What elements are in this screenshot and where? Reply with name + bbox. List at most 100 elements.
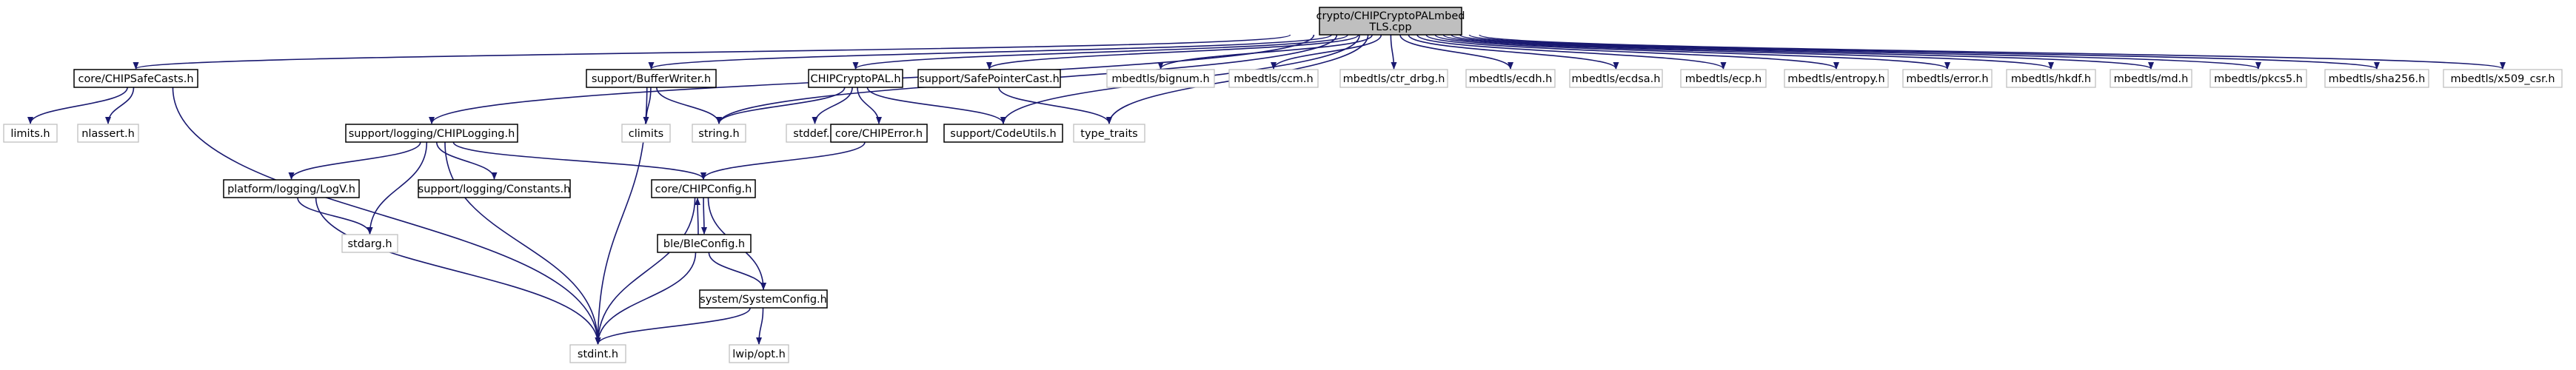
node-mbedtls-ecdh: mbedtls/ecdh.h (1465, 69, 1556, 88)
node-label: limits.h (10, 128, 50, 140)
node-label: mbedtls/error.h (1906, 73, 1988, 85)
node-stdarg-h: stdarg.h (341, 234, 398, 253)
node-box (1106, 69, 1215, 88)
node-climits: climits (621, 124, 671, 143)
node-label: platform/logging/LogV.h (227, 184, 355, 195)
node-label: mbedtls/ecp.h (1685, 73, 1762, 85)
edge-chip_crypto_pal-to-chip_error (857, 87, 882, 124)
node-box (2209, 69, 2307, 88)
node-limits-h: limits.h (3, 124, 58, 143)
edge-chip_safe_casts-to-limits_h (27, 87, 128, 124)
node-safe-pointer-cast[interactable]: support/SafePointerCast.h (917, 69, 1061, 88)
node-constants[interactable]: support/logging/Constants.h (418, 179, 571, 198)
node-mbedtls-hkdf: mbedtls/hkdf.h (2006, 69, 2096, 88)
edge-chip_crypto_pal-to-code_utils (866, 87, 1006, 124)
edge-root-to-mbedtls_x509_csr (1479, 34, 2506, 70)
node-label: stdarg.h (347, 238, 392, 250)
node-label: stddef.h (793, 128, 836, 140)
node-label: support/logging/CHIPLogging.h (349, 128, 515, 140)
node-buffer-writer[interactable]: support/BufferWriter.h (586, 69, 717, 88)
node-label: ble/BleConfig.h (663, 238, 745, 250)
edge-root-to-mbedtls_entropy (1425, 34, 1839, 70)
edge-root-to-mbedtls_ctr_drbg (1390, 34, 1397, 70)
node-chip-error[interactable]: core/CHIPError.h (830, 124, 928, 143)
node-label: mbedtls/sha256.h (2329, 73, 2426, 85)
edge-system_config-to-stdint_h (595, 307, 751, 345)
edge-chip_logging-to-logv (288, 141, 421, 180)
node-box (651, 179, 756, 198)
node-box (1319, 7, 1462, 36)
edge-chip_config-to-ble_config (700, 197, 707, 235)
node-box (418, 179, 571, 198)
node-box (2443, 69, 2563, 88)
node-box (223, 179, 360, 198)
node-box (2006, 69, 2096, 88)
node-code-utils[interactable]: support/CodeUtils.h (943, 124, 1063, 143)
edge-chip_error-to-chip_config (700, 141, 866, 180)
node-type-traits: type_traits (1073, 124, 1145, 143)
node-label: mbedtls/pkcs5.h (2214, 73, 2303, 85)
edge-chip_logging-to-stdint_h (444, 141, 601, 345)
node-string-h: string.h (692, 124, 746, 143)
node-box (345, 124, 518, 143)
node-label: CHIPCryptoPAL.h (810, 73, 900, 85)
node-label: nlassert.h (81, 128, 135, 140)
node-box (586, 69, 717, 88)
edge-ble_config-to-stdint_h (595, 252, 697, 345)
node-mbedtls-x509-csr: mbedtls/x509_csr.h (2443, 69, 2563, 88)
node-box (1902, 69, 1993, 88)
node-chip-safe-casts[interactable]: core/CHIPSafeCasts.h (73, 69, 198, 88)
edge-root-to-mbedtls_ecdsa (1408, 34, 1619, 70)
node-box (1228, 69, 1319, 88)
edge-root-to-mbedtls_bignum (1157, 34, 1373, 70)
node-label: crypto/CHIPCryptoPALmbed (1317, 10, 1465, 22)
node-chip-crypto-pal[interactable]: CHIPCryptoPAL.h (808, 69, 903, 88)
edge-ble_config-to-chip_config (695, 198, 701, 235)
node-stdint-h: stdint.h (569, 344, 626, 363)
node-box (73, 69, 198, 88)
edge-logv-to-stdarg_h (297, 197, 373, 235)
node-logv[interactable]: platform/logging/LogV.h (223, 179, 360, 198)
node-box (621, 124, 671, 143)
node-mbedtls-error: mbedtls/error.h (1902, 69, 1993, 88)
node-label: string.h (698, 128, 739, 140)
edge-buffer_writer-to-string_h (656, 87, 722, 124)
node-label: mbedtls/md.h (2114, 73, 2189, 85)
edge-root-to-chip_safe_casts (133, 34, 1291, 70)
node-label: support/SafePointerCast.h (919, 73, 1060, 85)
node-mbedtls-entropy: mbedtls/entropy.h (1784, 69, 1889, 88)
node-label: mbedtls/ecdh.h (1469, 73, 1553, 85)
node-chip-logging[interactable]: support/logging/CHIPLogging.h (345, 124, 518, 143)
node-box (699, 289, 828, 309)
node-mbedtls-md: mbedtls/md.h (2110, 69, 2192, 88)
node-label: system/SystemConfig.h (700, 294, 827, 306)
node-box (1073, 124, 1145, 143)
node-label: mbedtls/x509_csr.h (2450, 73, 2555, 85)
edge-system_config-to-lwip_opt (756, 307, 764, 345)
node-box (1339, 69, 1448, 88)
node-label: mbedtls/hkdf.h (2011, 73, 2091, 85)
edge-logv-to-stdint_h (315, 197, 601, 345)
edges-layer (27, 34, 2506, 345)
node-ble-config[interactable]: ble/BleConfig.h (657, 234, 752, 253)
node-label: stdint.h (578, 349, 618, 360)
node-label: support/CodeUtils.h (950, 128, 1056, 140)
node-mbedtls-ctr-drbg: mbedtls/ctr_drbg.h (1339, 69, 1448, 88)
node-box (569, 344, 626, 363)
node-label: core/CHIPSafeCasts.h (78, 73, 193, 85)
edge-chip_config-to-stdint_h (595, 197, 696, 345)
edge-root-to-mbedtls_md (1451, 34, 2154, 70)
node-box (692, 124, 746, 143)
node-box (1569, 69, 1663, 88)
node-box (77, 124, 139, 143)
node-box (729, 344, 789, 363)
node-box (943, 124, 1063, 143)
node-label: mbedtls/entropy.h (1787, 73, 1884, 85)
node-system-config[interactable]: system/SystemConfig.h (699, 289, 828, 309)
node-label: support/logging/Constants.h (418, 184, 571, 195)
node-chip-config[interactable]: core/CHIPConfig.h (651, 179, 756, 198)
node-label: mbedtls/ctr_drbg.h (1343, 73, 1445, 85)
